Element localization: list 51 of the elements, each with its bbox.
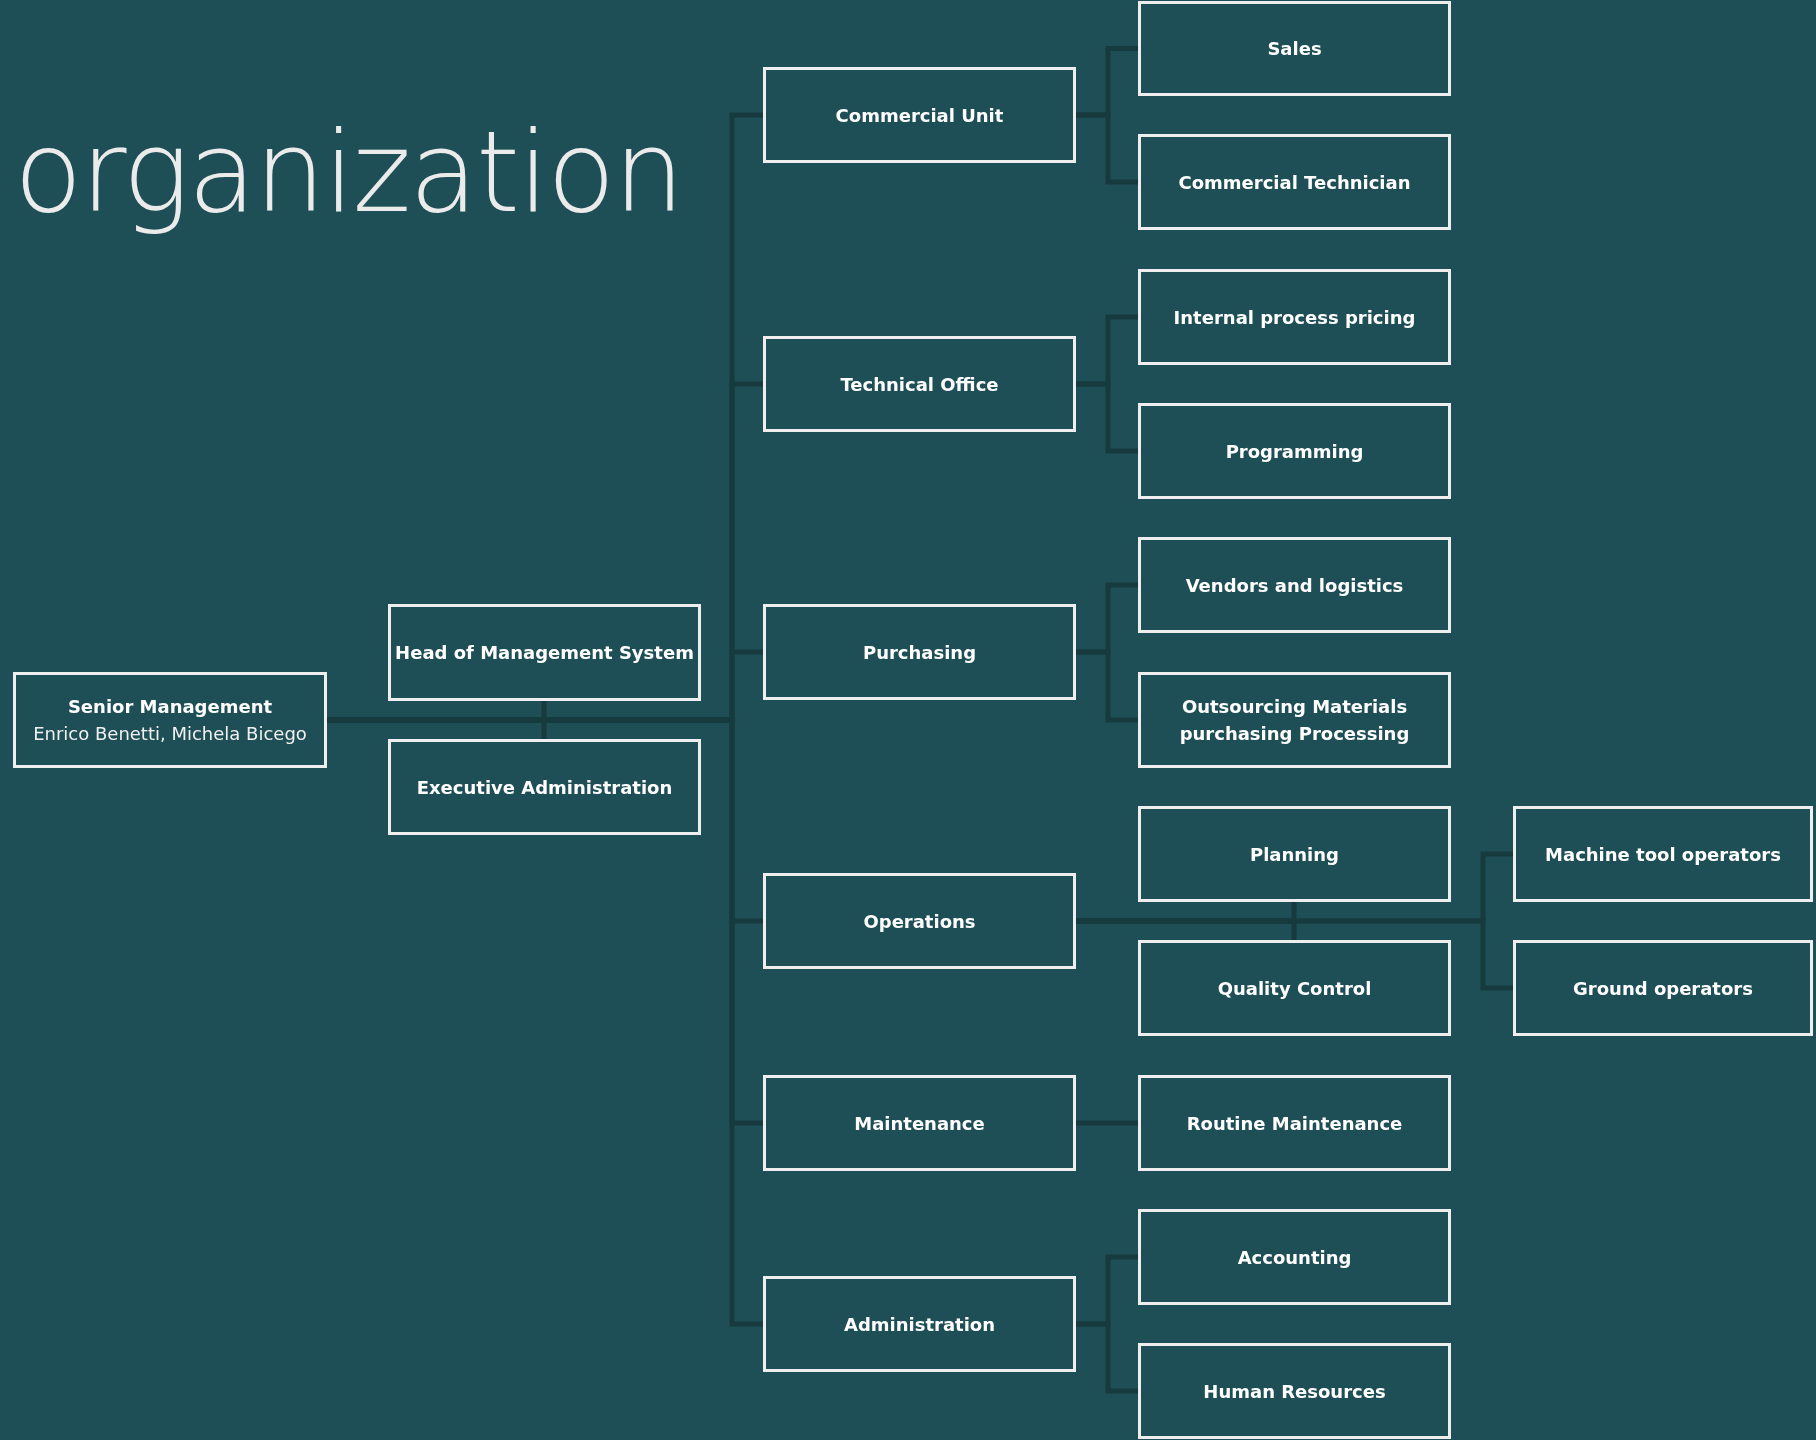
box-title: Ground operators xyxy=(1573,976,1753,1001)
org-box xyxy=(388,604,701,701)
box-title: Head of Management System xyxy=(395,641,694,665)
box-title: Senior Management xyxy=(67,695,273,719)
box-title: Technical Office xyxy=(840,372,999,397)
org-box xyxy=(763,67,1076,163)
org-box xyxy=(1138,403,1451,499)
box-title: Executive Administration xyxy=(416,775,673,800)
box-title: Machine tool operators xyxy=(1545,842,1781,867)
org-box xyxy=(1138,134,1451,230)
box-title: Commercial Unit xyxy=(835,103,1004,128)
box-title: Outsourcing Materials purchasing Processing xyxy=(1178,695,1411,746)
box-title: Maintenance xyxy=(854,1111,985,1136)
org-box xyxy=(763,1276,1076,1372)
org-box xyxy=(1513,940,1813,1036)
connector-line xyxy=(1076,112,1138,185)
org-box xyxy=(1513,806,1813,902)
org-box xyxy=(1138,1209,1451,1305)
box-title: Routine Maintenance xyxy=(1186,1111,1403,1136)
org-box xyxy=(763,336,1076,432)
title: organization xyxy=(14,106,683,239)
box-title: Operations xyxy=(863,909,976,934)
box-title: Sales xyxy=(1267,37,1322,61)
box-title: Administration xyxy=(844,1312,995,1337)
org-box xyxy=(1138,806,1451,902)
connector-line xyxy=(1076,1120,1138,1126)
org-box xyxy=(1138,940,1451,1036)
box-title: Internal process pricing xyxy=(1173,305,1416,330)
org-box xyxy=(1138,537,1451,633)
connector-line xyxy=(1076,1321,1138,1394)
box-title: Planning xyxy=(1250,842,1339,867)
box-title: Programming xyxy=(1225,439,1364,464)
org-box xyxy=(388,739,701,835)
connector-line xyxy=(1076,649,1138,723)
org-box xyxy=(1138,1,1451,96)
org-box xyxy=(1138,1343,1451,1439)
org-box xyxy=(763,873,1076,969)
box-subtitle: Enrico Benetti, Michela Bicego xyxy=(33,722,307,746)
box-title: Commercial Technician xyxy=(1178,170,1411,195)
org-box xyxy=(13,672,327,768)
box-title: Purchasing xyxy=(862,640,977,665)
org-box xyxy=(763,1075,1076,1171)
org-box xyxy=(1138,672,1451,768)
box-title: Human Resources xyxy=(1203,1379,1386,1404)
box-title: Vendors and logistics xyxy=(1185,573,1404,598)
box-title: Quality Control xyxy=(1217,976,1372,1001)
org-box xyxy=(1138,269,1451,365)
connector-line xyxy=(1076,381,1138,454)
org-box xyxy=(1138,1075,1451,1171)
box-title: Accounting xyxy=(1237,1245,1352,1270)
org-box xyxy=(763,604,1076,700)
